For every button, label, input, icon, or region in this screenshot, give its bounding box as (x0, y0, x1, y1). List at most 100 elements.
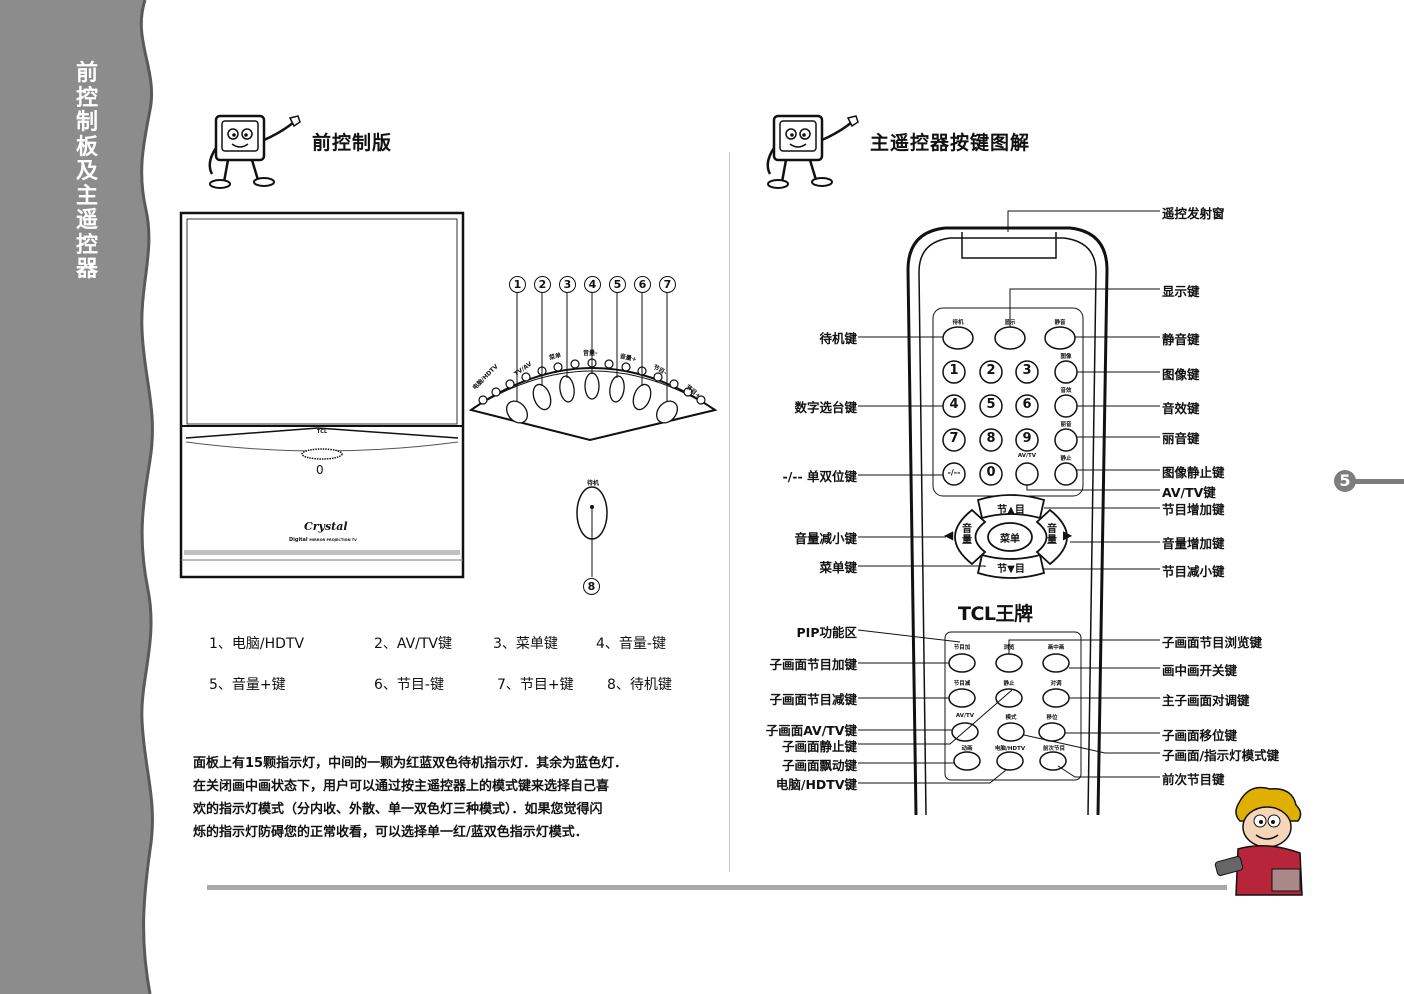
sidebar-wave-shape (0, 0, 154, 994)
callout-avtv: AV/TV键 (1162, 485, 1216, 500)
pip-label: 浏览 (1003, 645, 1015, 651)
legend-item: 4、音量-键 (596, 636, 666, 652)
legend-item: 1、电脑/HDTV (209, 636, 305, 652)
callout-display: 显示键 (1162, 284, 1200, 299)
program-up-button[interactable]: 节▲目 (997, 505, 1025, 516)
sidebar-title-char: 主 (75, 183, 98, 209)
pip-label: 电脑/HDTV (994, 746, 1026, 752)
callout-digit-mode: -/-- 单双位键 (782, 469, 857, 484)
column-divider (729, 152, 730, 872)
description-line: 面板上有15颗指示灯，中间的一颗为红蓝双色待机指示灯．其余为蓝色灯． (193, 756, 628, 771)
pip-label: 模式 (1005, 715, 1017, 721)
tv-knob-label: 0 (316, 463, 324, 477)
section-heading-front-panel: 前控制版 (312, 132, 393, 154)
standby-button-label: 待机 (586, 480, 599, 487)
callout-pip-toggle: 画中画开关键 (1162, 663, 1238, 678)
pip-label: 前次节目 (1042, 746, 1065, 752)
description-line: 欢的指示灯模式（分内收、外散、单一双色灯三种模式）．如果您觉得闪 (193, 802, 603, 817)
remote-label-mute: 静音 (1054, 320, 1066, 326)
tv-front-drawing (179, 211, 465, 579)
bottom-rule (207, 885, 1227, 890)
callout-volume-down: 音量减小键 (794, 531, 857, 546)
sidebar-title-char: 控 (75, 232, 98, 258)
callout-pc-hdtv: 电脑/HDTV键 (775, 777, 857, 792)
digit-4-button[interactable]: 4 (949, 397, 959, 412)
callout-pip-program-down: 子画面节目减键 (769, 692, 857, 707)
pip-label: 静止 (1003, 681, 1015, 687)
sidebar-title-char: 器 (75, 257, 98, 282)
volume-down-button[interactable]: 音量 (962, 524, 972, 546)
cartoon-boy-illustration (1214, 786, 1303, 896)
legend-item: 6、节目-键 (374, 677, 444, 693)
remote-label-nicam: 丽音 (1060, 422, 1072, 428)
digit-2-button[interactable]: 2 (986, 363, 996, 378)
callout-pip-area: PIP功能区 (796, 625, 857, 640)
callout-pip-browse: 子画面节目浏览键 (1162, 635, 1263, 650)
panel-number-1: 1 (509, 276, 526, 293)
menu-button[interactable]: 菜单 (1000, 534, 1020, 545)
legend-item: 5、音量+键 (209, 677, 286, 693)
tv-mascot-illustration (208, 114, 301, 189)
legend-item: 2、AV/TV键 (374, 636, 453, 652)
panel-number-8: 8 (583, 578, 600, 595)
remote-label-sound: 音效 (1060, 388, 1072, 394)
digit-1-button[interactable]: 1 (949, 363, 959, 378)
callout-pip-program-up: 子画面节目加键 (769, 657, 857, 672)
callout-program-up: 节目增加键 (1162, 502, 1225, 517)
sidebar-title-char: 控 (75, 85, 98, 111)
tv-caption: Digital MIRROR PROJECTION TV (289, 537, 357, 543)
legend-item: 3、菜单键 (493, 636, 558, 652)
digit-3-button[interactable]: 3 (1022, 363, 1032, 378)
digit-9-button[interactable]: 9 (1022, 431, 1032, 446)
tv-brand-label: TCL (316, 429, 328, 435)
sidebar-title: 前 控 制 板 及 主 遥 控 器 (70, 61, 104, 283)
sidebar-title-char: 板 (75, 134, 98, 160)
pip-label: 动画 (961, 746, 973, 752)
volume-up-button[interactable]: 音量 (1047, 524, 1057, 546)
program-down-button[interactable]: 节▼目 (997, 564, 1025, 575)
arrow-left-icon: ◀ (944, 528, 954, 542)
callout-picture: 图像键 (1162, 367, 1200, 382)
panel-number-7: 7 (659, 276, 676, 293)
digit-5-button[interactable]: 5 (986, 397, 996, 412)
callout-digits: 数字选台键 (794, 400, 857, 415)
callout-freeze: 图像静止键 (1162, 465, 1225, 480)
tv-caption-b: MIRROR PROJECTION TV (309, 538, 357, 542)
pip-label: 移位 (1046, 715, 1058, 721)
pip-label: 节目加 (953, 645, 971, 651)
pip-label: 对调 (1050, 681, 1062, 687)
callout-sound: 音效键 (1162, 401, 1200, 416)
callout-pip-move: 子画面移位键 (1162, 728, 1238, 743)
digit-6-button[interactable]: 6 (1022, 397, 1032, 412)
description-line: 烁的指示灯防碍您的正常收看，可以选择单一红/蓝双色指示灯模式． (193, 825, 588, 840)
digit-mode-button[interactable]: -/-- (947, 468, 961, 477)
callout-volume-up: 音量增加键 (1162, 536, 1225, 551)
callout-menu: 菜单键 (819, 560, 857, 575)
callout-pip-freeze: 子画面静止键 (781, 739, 857, 754)
callout-pip-avtv: 子画面AV/TV键 (765, 723, 857, 738)
sidebar-title-char: 遥 (75, 208, 98, 233)
remote-label-freeze: 静止 (1060, 456, 1072, 462)
panel-number-5: 5 (609, 276, 626, 293)
callout-nicam: 丽音键 (1162, 431, 1200, 446)
arrow-right-icon: ▶ (1063, 528, 1073, 542)
remote-brand-logo: TCL王牌 (958, 603, 1033, 625)
pip-label: AV/TV (955, 713, 975, 719)
remote-label-display: 显示 (1004, 320, 1016, 326)
panel-number-2: 2 (534, 276, 551, 293)
standby-button-drawing (576, 486, 608, 577)
callout-standby: 待机键 (819, 331, 857, 346)
remote-label-avtv: AV/TV (1017, 453, 1037, 459)
front-panel-description: 面板上有15颗指示灯，中间的一颗为红蓝双色待机指示灯．其余为蓝色灯． 在关闭画中… (193, 752, 693, 844)
tv-mascot-illustration (766, 114, 859, 189)
legend-item: 8、待机键 (607, 677, 672, 693)
sidebar-title-char: 及 (75, 159, 98, 184)
sidebar-banner: 前 控 制 板 及 主 遥 控 器 (0, 0, 160, 994)
digit-0-button[interactable]: 0 (986, 465, 996, 480)
digit-8-button[interactable]: 8 (986, 431, 996, 446)
page-tab (1343, 479, 1404, 484)
callout-previous-program: 前次节目键 (1162, 772, 1225, 787)
pip-label: 画中画 (1047, 645, 1065, 651)
digit-7-button[interactable]: 7 (949, 431, 959, 446)
